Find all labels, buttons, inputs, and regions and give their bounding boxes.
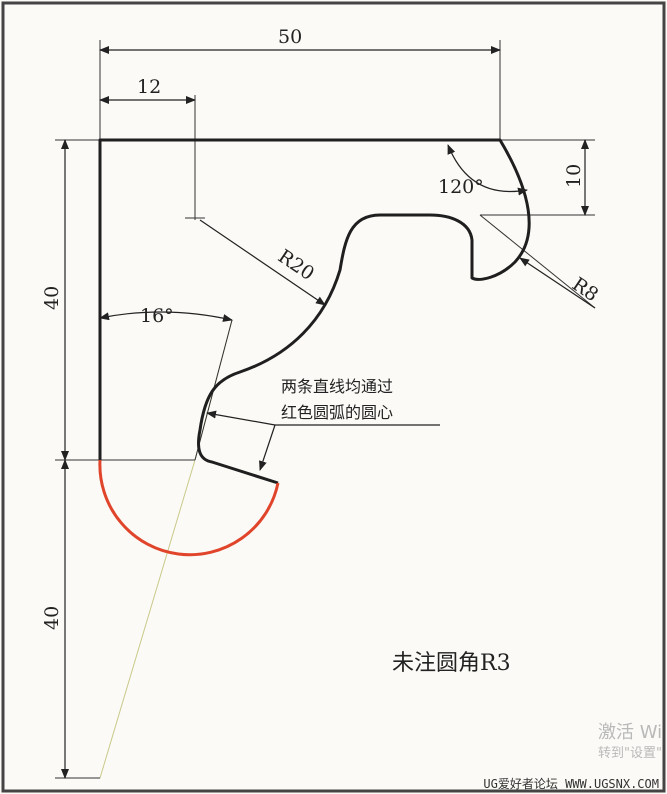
dim-angle-right: 120° (438, 176, 484, 198)
activation-watermark-line-1: 激活 Wi (598, 722, 663, 743)
dim-top-width: 50 (278, 26, 302, 48)
note-leader (206, 410, 440, 471)
dim-height-lower: 40 (41, 606, 63, 630)
part-outline (98, 138, 531, 485)
dimension-lines (61, 46, 596, 779)
dim-height-right: 10 (563, 164, 585, 188)
activation-watermark-line-2: 转到"设置" (598, 746, 662, 761)
note-line-2: 红色圆弧的圆心 (281, 403, 393, 422)
dim-radius-large: R20 (274, 245, 318, 285)
note-line-1: 两条直线均通过 (281, 377, 393, 396)
dim-offset: 12 (137, 76, 161, 98)
unmarked-fillet-note: 未注圆角R3 (392, 651, 511, 676)
red-arc (98, 459, 280, 557)
forum-footer: UG爱好者论坛 WWW.UGSNX.COM (483, 777, 659, 791)
construction-lines (99, 319, 233, 779)
dim-radius-small: R8 (568, 273, 602, 306)
dim-angle-left: 16° (140, 305, 174, 327)
dim-height-upper: 40 (41, 286, 63, 310)
